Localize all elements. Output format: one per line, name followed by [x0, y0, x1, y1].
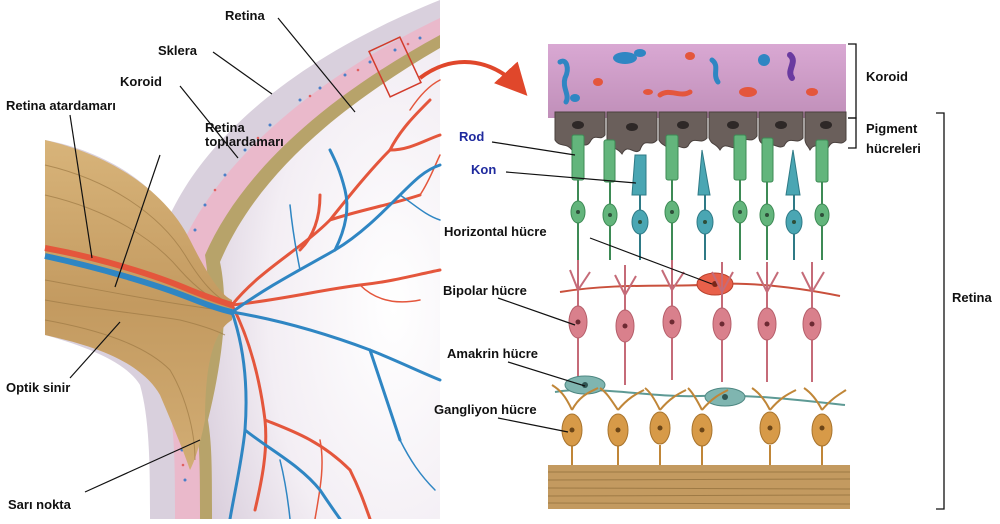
choroid-blood-cells	[557, 49, 818, 105]
right-leader-lines	[491, 141, 713, 433]
photoreceptors	[570, 134, 830, 260]
brackets	[848, 43, 945, 510]
label-retina-toplardamari-2: toplardamarı	[205, 134, 284, 149]
label-pigment-2: hücreleri	[866, 141, 921, 156]
label-koroid-right: Koroid	[866, 69, 908, 84]
label-horizontal: Horizontal hücre	[444, 224, 547, 239]
optic-nerve	[45, 140, 232, 470]
ganglion-cells	[551, 384, 847, 468]
label-kon: Kon	[471, 162, 496, 177]
retina-layers-panel	[547, 44, 851, 509]
label-amakrin: Amakrin hücre	[447, 346, 538, 361]
zoom-box	[368, 36, 422, 98]
pigment-cells	[554, 111, 847, 155]
label-pigment-1: Pigment	[866, 121, 918, 136]
retinal-artery-trunk	[44, 245, 233, 308]
zoom-arrow	[418, 60, 528, 96]
retinal-vessels	[228, 79, 442, 521]
label-retina-right: Retina	[952, 290, 993, 305]
label-bipolar: Bipolar hücre	[443, 283, 527, 298]
label-koroid-left: Koroid	[120, 74, 162, 89]
label-retina-toplardamari-1: Retina	[205, 120, 246, 135]
bipolar-cells	[568, 260, 825, 385]
label-retina-atardamari: Retina atardamarı	[6, 98, 116, 113]
label-sklera: Sklera	[158, 43, 198, 58]
label-retina-top: Retina	[225, 8, 266, 23]
eye-cross-section	[44, 0, 442, 521]
label-optik-sinir: Optik sinir	[6, 380, 70, 395]
amacrine-cells	[554, 375, 846, 407]
rod-cells	[571, 134, 829, 183]
left-leader-lines	[69, 17, 356, 493]
retinal-vein-trunk	[44, 253, 233, 315]
label-rod: Rod	[459, 129, 484, 144]
cone-cells	[631, 149, 801, 196]
label-sari-nokta: Sarı nokta	[8, 497, 72, 512]
eye-interior	[208, 48, 440, 519]
choroid-band	[548, 44, 846, 118]
label-gangliyon: Gangliyon hücre	[434, 402, 537, 417]
horizontal-cell	[559, 272, 841, 297]
